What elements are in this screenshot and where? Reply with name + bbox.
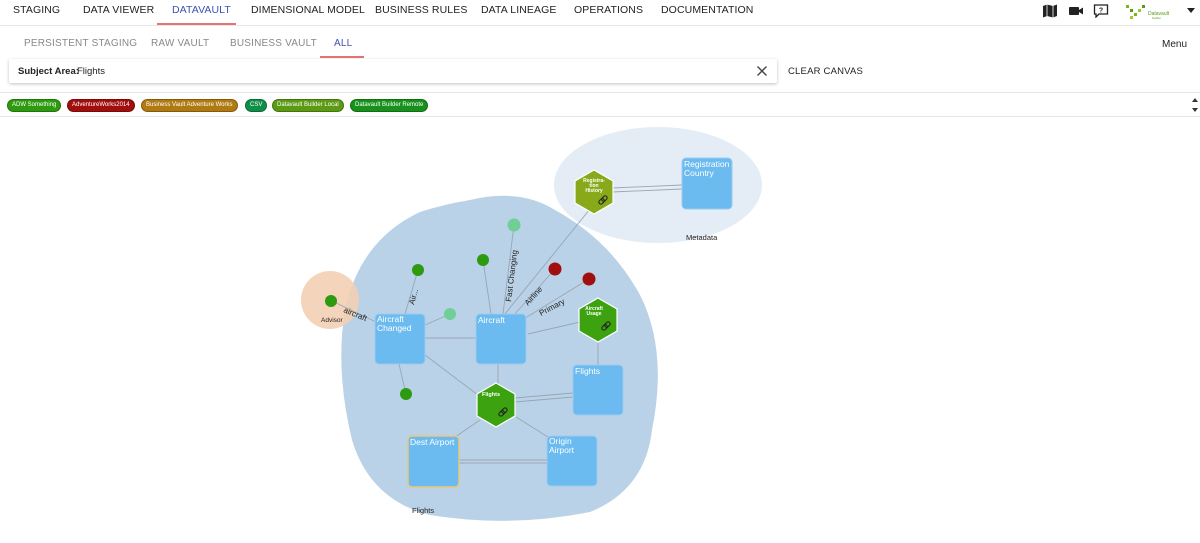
svg-text:Flights: Flights	[575, 366, 600, 376]
menu-button[interactable]: Menu	[1161, 39, 1187, 50]
entity-aircraft[interactable]: Aircraft	[475, 313, 527, 365]
tag-csv[interactable]: CSV	[245, 99, 268, 112]
tab-raw-vault[interactable]: RAW VAULT	[151, 38, 210, 49]
tab-persistent-staging[interactable]: PERSISTENT STAGING	[24, 38, 138, 49]
satellite-dot[interactable]	[507, 218, 521, 232]
video-camera-icon[interactable]	[1068, 4, 1084, 18]
entity-dest-airport[interactable]: Dest Airport	[407, 435, 460, 488]
tag-business-vault-adventure-works[interactable]: Business Vault Adventure Works	[141, 99, 238, 112]
datavault-logo: Datavault builder	[1126, 5, 1170, 20]
area-metadata	[554, 127, 762, 243]
nav-datavault[interactable]: DATAVAULT	[172, 4, 231, 16]
clear-canvas-button[interactable]: CLEAR CANVAS	[788, 66, 864, 77]
nav-staging[interactable]: STAGING	[13, 4, 61, 16]
map-book-icon[interactable]	[1042, 4, 1058, 18]
nav-operations[interactable]: OPERATIONS	[574, 4, 644, 16]
subject-area-input[interactable]	[77, 63, 677, 79]
link-icon	[601, 321, 611, 331]
hub-flights[interactable]: Flights	[476, 382, 516, 428]
subject-area-label: Subject Area:	[18, 66, 79, 77]
model-canvas[interactable]: Flights Metadata Advisor aircraft Air...…	[0, 116, 1200, 543]
tab-business-vault[interactable]: BUSINESS VAULT	[230, 38, 317, 49]
svg-text:?: ?	[1099, 8, 1103, 15]
edges	[331, 184, 683, 464]
area-advisor-label: Advisor	[321, 317, 344, 324]
nav-data-viewer[interactable]: DATA VIEWER	[83, 4, 155, 16]
tab-active-indicator	[320, 56, 364, 58]
nav-data-lineage[interactable]: DATA LINEAGE	[481, 4, 557, 16]
caret-down-icon[interactable]	[1187, 8, 1195, 14]
top-navigation: STAGING DATA VIEWER DATAVAULT DIMENSIONA…	[0, 0, 1200, 26]
tag-adventureworks2014[interactable]: AdventureWorks2014	[67, 99, 135, 112]
nav-documentation[interactable]: DOCUMENTATION	[661, 4, 754, 16]
nav-active-indicator	[157, 23, 236, 25]
svg-text:Aircraft: Aircraft	[478, 315, 506, 325]
close-icon[interactable]	[755, 64, 769, 78]
satellite-dot[interactable]	[582, 272, 596, 286]
svg-text:builder: builder	[1152, 16, 1161, 20]
tab-all[interactable]: ALL	[334, 38, 353, 49]
satellite-dot[interactable]	[325, 295, 337, 307]
svg-text:Flights: Flights	[482, 392, 500, 398]
satellite-dot[interactable]	[477, 254, 489, 266]
link-icon	[598, 195, 608, 205]
area-flights-label: Flights	[412, 506, 434, 515]
nav-business-rules[interactable]: BUSINESS RULES	[375, 4, 468, 16]
satellite-dot[interactable]	[444, 308, 456, 320]
tag-datavault-builder-local[interactable]: Datavault Builder Local	[272, 99, 344, 112]
area-metadata-label: Metadata	[686, 233, 718, 242]
svg-text:Dest Airport: Dest Airport	[410, 437, 455, 447]
nav-dimensional-model[interactable]: DIMENSIONAL MODEL	[251, 4, 365, 16]
satellite-dot[interactable]	[412, 264, 424, 276]
svg-text:Datavault: Datavault	[1148, 11, 1170, 17]
edge-label-air: Air...	[407, 288, 420, 306]
tag-adw-something[interactable]: ADW Something	[7, 99, 62, 112]
satellite-dot[interactable]	[548, 262, 562, 276]
help-chat-icon[interactable]: ?	[1093, 4, 1109, 18]
satellite-dot[interactable]	[400, 388, 412, 400]
subject-area-search: Subject Area:	[9, 59, 777, 83]
tags-scroll-arrows[interactable]	[1190, 96, 1200, 114]
system-tags-bar: ADW Something AdventureWorks2014 Busines…	[0, 92, 1200, 117]
tag-datavault-builder-remote[interactable]: Datavault Builder Remote	[350, 99, 429, 112]
entity-flights[interactable]: Flights	[572, 364, 624, 416]
